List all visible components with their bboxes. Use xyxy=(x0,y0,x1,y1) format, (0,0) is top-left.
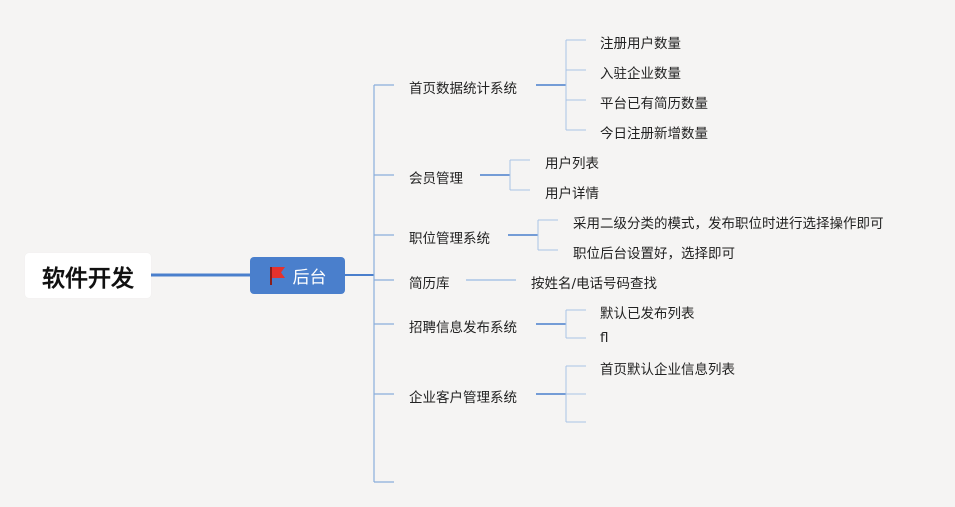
leaf-node-label: 默认已发布列表 xyxy=(600,306,695,322)
red-flag-icon xyxy=(269,266,287,286)
branch-node[interactable]: 招聘信息发布系统 xyxy=(409,316,517,336)
leaf-node[interactable]: 入驻企业数量 xyxy=(600,62,681,82)
branch-node-label: 会员管理 xyxy=(409,171,463,187)
branch-node[interactable]: 会员管理 xyxy=(409,167,463,187)
hub-node[interactable]: 后台 xyxy=(250,257,345,294)
branch-node-label: 简历库 xyxy=(409,276,450,292)
branch-node[interactable]: 职位管理系统 xyxy=(409,227,490,247)
branch-node[interactable]: 首页数据统计系统 xyxy=(409,77,517,97)
leaf-node[interactable]: 注册用户数量 xyxy=(600,32,681,52)
leaf-node[interactable]: 职位后台设置好，选择即可 xyxy=(573,242,735,262)
root-node-label: 软件开发 xyxy=(42,265,134,292)
leaf-node[interactable]: 用户详情 xyxy=(545,182,599,202)
branch-node-label: 招聘信息发布系统 xyxy=(409,320,517,336)
leaf-node-label: 今日注册新增数量 xyxy=(600,126,708,142)
leaf-node-label: 入驻企业数量 xyxy=(600,66,681,82)
branch-node[interactable]: 企业客户管理系统 xyxy=(409,386,517,406)
leaf-node-label: 职位后台设置好，选择即可 xyxy=(573,246,735,262)
branch-node-label: 企业客户管理系统 xyxy=(409,390,517,406)
leaf-node[interactable]: 按姓名/电话号码查找 xyxy=(531,272,657,292)
leaf-node[interactable]: 今日注册新增数量 xyxy=(600,122,708,142)
leaf-node-label: 采用二级分类的模式，发布职位时进行选择操作即可 xyxy=(573,216,884,232)
leaf-node[interactable]: fl xyxy=(600,330,609,346)
hub-node-label: 后台 xyxy=(292,268,327,288)
branch-node-label: 首页数据统计系统 xyxy=(409,81,517,97)
leaf-node[interactable]: 首页默认企业信息列表 xyxy=(600,358,735,378)
leaf-node[interactable]: 默认已发布列表 xyxy=(600,302,695,322)
branch-node[interactable]: 简历库 xyxy=(409,272,450,292)
leaf-node-label: 注册用户数量 xyxy=(600,36,681,52)
leaf-node-label: fl xyxy=(600,330,609,346)
leaf-node[interactable]: 用户列表 xyxy=(545,152,599,172)
root-node[interactable]: 软件开发 xyxy=(25,253,151,298)
leaf-node-label: 平台已有简历数量 xyxy=(600,96,708,112)
branch-node-label: 职位管理系统 xyxy=(409,231,490,247)
leaf-node[interactable]: 平台已有简历数量 xyxy=(600,92,708,112)
leaf-node[interactable]: 采用二级分类的模式，发布职位时进行选择操作即可 xyxy=(573,212,884,232)
leaf-node-label: 用户详情 xyxy=(545,186,599,202)
leaf-node-label: 用户列表 xyxy=(545,156,599,172)
leaf-node-label: 按姓名/电话号码查找 xyxy=(531,276,658,292)
leaf-node-label: 首页默认企业信息列表 xyxy=(600,362,735,378)
